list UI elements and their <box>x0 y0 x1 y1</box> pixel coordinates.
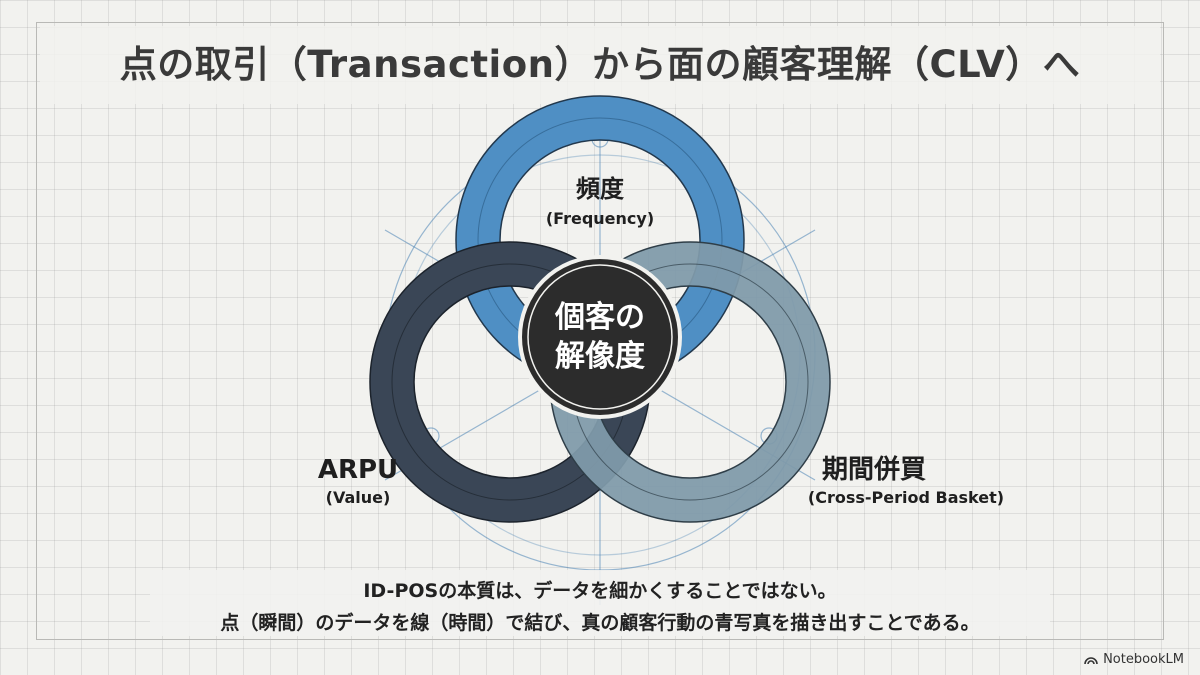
sublabel-frequency: (Frequency) <box>546 209 654 228</box>
sublabel-value: (Value) <box>326 488 391 507</box>
slide-title: 点の取引（Transaction）から面の顧客理解（CLV）へ <box>119 43 1081 86</box>
watermark-text: NotebookLM <box>1103 652 1184 667</box>
center-label-line1: 個客の <box>554 300 645 335</box>
center-label-line2: 解像度 <box>555 339 645 374</box>
sublabel-cross-period: (Cross-Period Basket) <box>808 488 1004 507</box>
notebooklm-logo-icon <box>1084 656 1098 664</box>
label-frequency: 頻度 <box>576 175 625 203</box>
label-value: ARPU <box>318 455 398 485</box>
center-disc: 個客の 解像度 <box>518 255 682 419</box>
caption-band <box>150 570 1050 636</box>
slide-frame <box>36 22 1164 640</box>
caption-line-2: 点（瞬間）のデータを線（時間）で結び、真の顧客行動の青写真を描き出すことである。 <box>220 612 980 634</box>
title-band <box>40 26 1160 104</box>
caption-line-1: ID-POSの本質は、データを細かくすることではない。 <box>363 580 837 602</box>
ring-labels: 頻度 (Frequency) ARPU (Value) 期間併買 (Cross-… <box>318 175 1004 507</box>
watermark: NotebookLM <box>1084 652 1184 667</box>
label-cross-period: 期間併買 <box>822 454 926 485</box>
